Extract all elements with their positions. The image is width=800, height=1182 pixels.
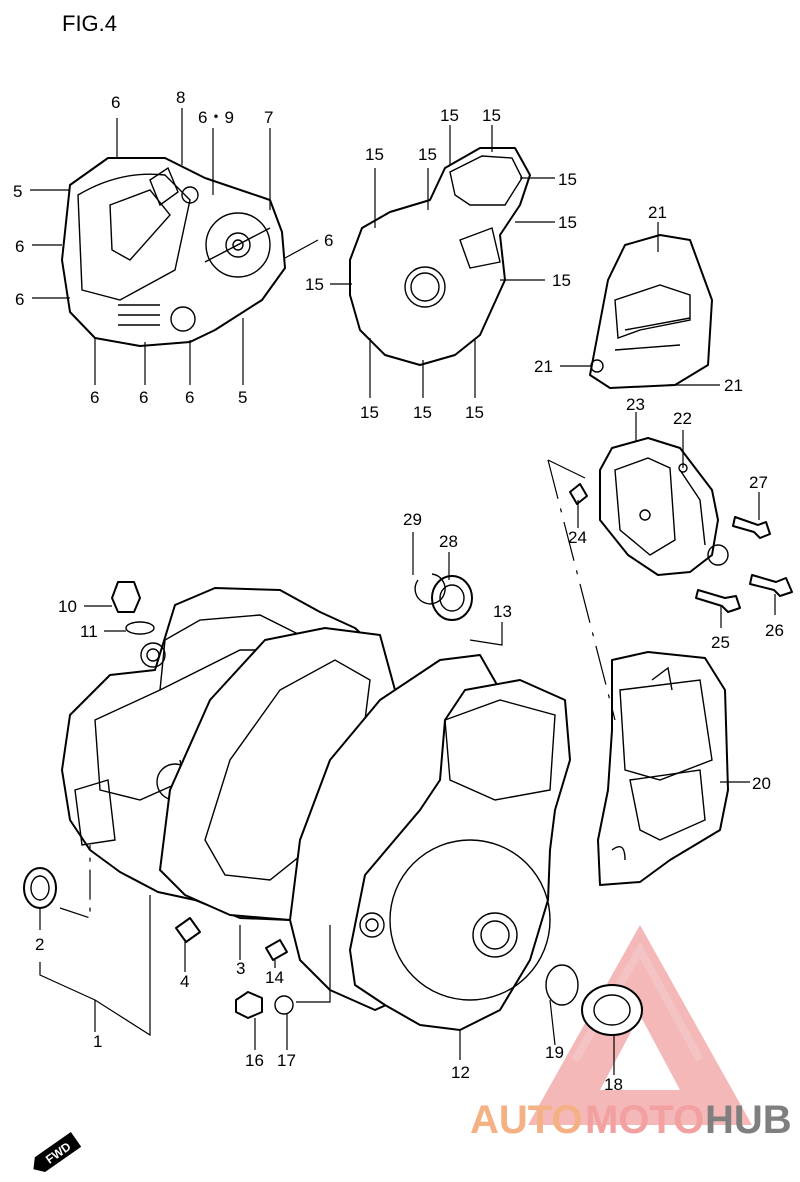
callout-13: 13 xyxy=(493,602,512,621)
callout-19: 19 xyxy=(545,1043,564,1062)
callout-labels: 1 2 3 4 5 5 6 6 6 6 6 6 6 6・9 7 8 10 11 … xyxy=(13,88,784,1094)
callout-28: 28 xyxy=(439,532,458,551)
clutch-release-cover xyxy=(599,437,729,576)
callout-26: 26 xyxy=(765,621,784,640)
callout-24: 24 xyxy=(568,528,587,547)
callout-7: 7 xyxy=(264,108,273,127)
callout-25: 25 xyxy=(711,633,730,652)
callout-6g: 6 xyxy=(324,231,333,250)
callout-6c: 6 xyxy=(15,290,24,309)
callout-21c: 21 xyxy=(724,376,743,395)
callout-21b: 21 xyxy=(534,357,553,376)
callout-15h: 15 xyxy=(552,271,571,290)
leader-lines xyxy=(30,108,776,1075)
watermark-part1: AUTO xyxy=(470,1098,583,1142)
fwd-arrow-icon: FWD xyxy=(33,1132,82,1172)
callout-15j: 15 xyxy=(413,403,432,422)
callout-15a: 15 xyxy=(365,145,384,164)
callout-2: 2 xyxy=(35,935,44,954)
callout-29: 29 xyxy=(403,510,422,529)
callout-5a: 5 xyxy=(13,182,22,201)
callout-6a: 6 xyxy=(111,93,120,112)
callout-18: 18 xyxy=(604,1075,623,1094)
callout-8: 8 xyxy=(176,88,185,107)
small-parts xyxy=(23,483,793,1036)
sprocket-cover xyxy=(589,234,713,389)
engine-sprocket-cover xyxy=(597,651,729,886)
callout-20: 20 xyxy=(752,774,771,793)
callout-10: 10 xyxy=(58,597,77,616)
callout-15d: 15 xyxy=(482,106,501,125)
watermark-text: AUTO MOTO HUB xyxy=(470,1098,792,1142)
callout-27: 27 xyxy=(749,473,768,492)
callout-15i: 15 xyxy=(360,403,379,422)
watermark-part2: MOTO xyxy=(585,1098,704,1142)
callout-15g: 15 xyxy=(305,275,324,294)
figure-title: FIG.4 xyxy=(62,11,117,36)
crankcase-right-cover xyxy=(349,679,571,1031)
callout-11: 11 xyxy=(80,622,98,641)
callout-6f: 6 xyxy=(185,388,194,407)
callout-6b: 6 xyxy=(15,237,24,256)
callout-6e: 6 xyxy=(139,388,148,407)
callout-17: 17 xyxy=(277,1051,296,1070)
callout-3: 3 xyxy=(236,959,245,978)
callout-15b: 15 xyxy=(418,145,437,164)
callout-12: 12 xyxy=(451,1063,470,1082)
callout-23: 23 xyxy=(626,395,645,414)
callout-16: 16 xyxy=(245,1051,264,1070)
magneto-cover xyxy=(349,147,531,366)
callout-15f: 15 xyxy=(558,213,577,232)
callout-15c: 15 xyxy=(440,106,459,125)
callout-15e: 15 xyxy=(558,170,577,189)
watermark-part3: HUB xyxy=(705,1098,792,1142)
callout-14: 14 xyxy=(265,968,284,987)
clutch-cover xyxy=(61,157,286,347)
callout-15k: 15 xyxy=(465,403,484,422)
callout-5b: 5 xyxy=(238,388,247,407)
callout-21a: 21 xyxy=(648,203,667,222)
watermark-logo xyxy=(528,925,752,1125)
callout-1: 1 xyxy=(93,1032,102,1051)
callout-6d: 6 xyxy=(90,388,99,407)
callout-4: 4 xyxy=(180,972,189,991)
callout-22: 22 xyxy=(673,409,692,428)
callout-6-9: 6・9 xyxy=(198,108,234,127)
